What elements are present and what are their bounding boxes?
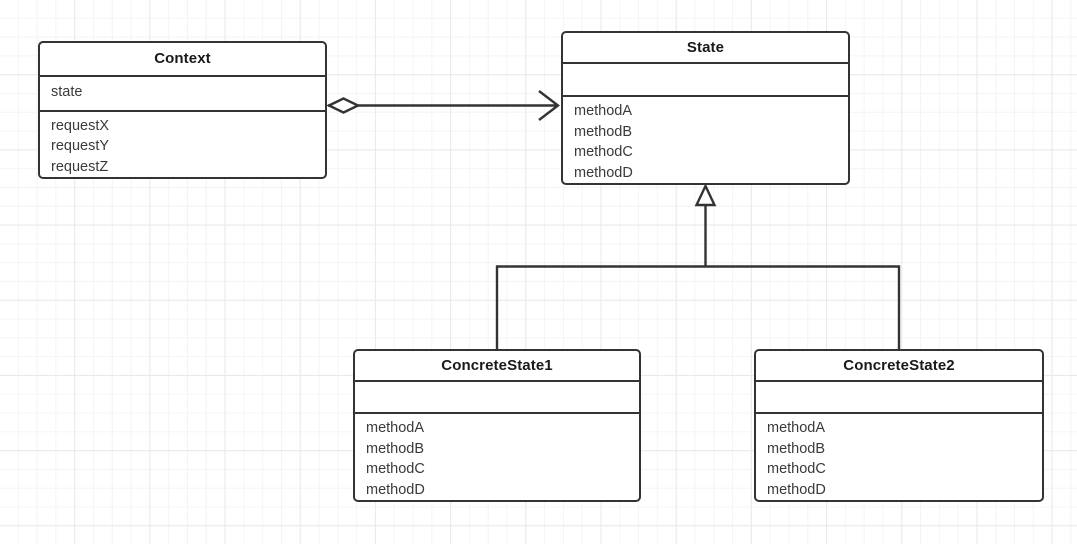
operation-item: requestX <box>51 117 110 134</box>
class-name-state: State <box>563 33 848 64</box>
operation-item: methodB <box>767 440 826 457</box>
operation-item: methodC <box>366 461 425 477</box>
operation-item: methodA <box>574 103 633 119</box>
operation-item: methodA <box>767 420 826 436</box>
operations-compartment-context: requestX requestY requestZ <box>40 112 325 178</box>
attributes-compartment-state <box>563 64 848 97</box>
aggregation-context-to-state <box>326 90 560 121</box>
open-diamond-icon <box>326 97 361 114</box>
operation-item: methodC <box>574 144 633 160</box>
operation-item: methodB <box>574 123 633 140</box>
class-name-context: Context <box>40 43 325 77</box>
operation-item: methodA <box>366 420 425 436</box>
generalization-tree <box>495 183 901 350</box>
open-arrow-icon <box>538 90 560 121</box>
operation-item: methodB <box>366 440 425 457</box>
class-name-concretestate2: ConcreteState2 <box>756 351 1042 382</box>
operations-compartment-concretestate2: methodA methodB methodC methodD <box>756 414 1042 500</box>
operations-compartment-concretestate1: methodA methodB methodC methodD <box>355 414 639 500</box>
operation-item: requestY <box>51 138 110 154</box>
uml-class-state[interactable]: State methodA methodB methodC methodD <box>561 31 850 185</box>
attribute-item: state <box>51 83 83 100</box>
attributes-compartment-concretestate2 <box>756 382 1042 414</box>
operations-compartment-state: methodA methodB methodC methodD <box>563 97 848 183</box>
operation-item: methodD <box>366 481 425 498</box>
operation-item: methodD <box>574 164 633 181</box>
uml-class-context[interactable]: Context state requestX requestY requestZ <box>38 41 327 179</box>
operation-item: methodC <box>767 461 826 477</box>
uml-class-concretestate1[interactable]: ConcreteState1 methodA methodB methodC m… <box>353 349 641 502</box>
attributes-compartment-context: state <box>40 77 325 112</box>
operation-item: methodD <box>767 481 826 498</box>
hollow-triangle-icon <box>694 183 717 207</box>
attributes-compartment-concretestate1 <box>355 382 639 414</box>
class-name-concretestate1: ConcreteState1 <box>355 351 639 382</box>
operation-item: requestZ <box>51 158 109 175</box>
uml-class-concretestate2[interactable]: ConcreteState2 methodA methodB methodC m… <box>754 349 1044 502</box>
